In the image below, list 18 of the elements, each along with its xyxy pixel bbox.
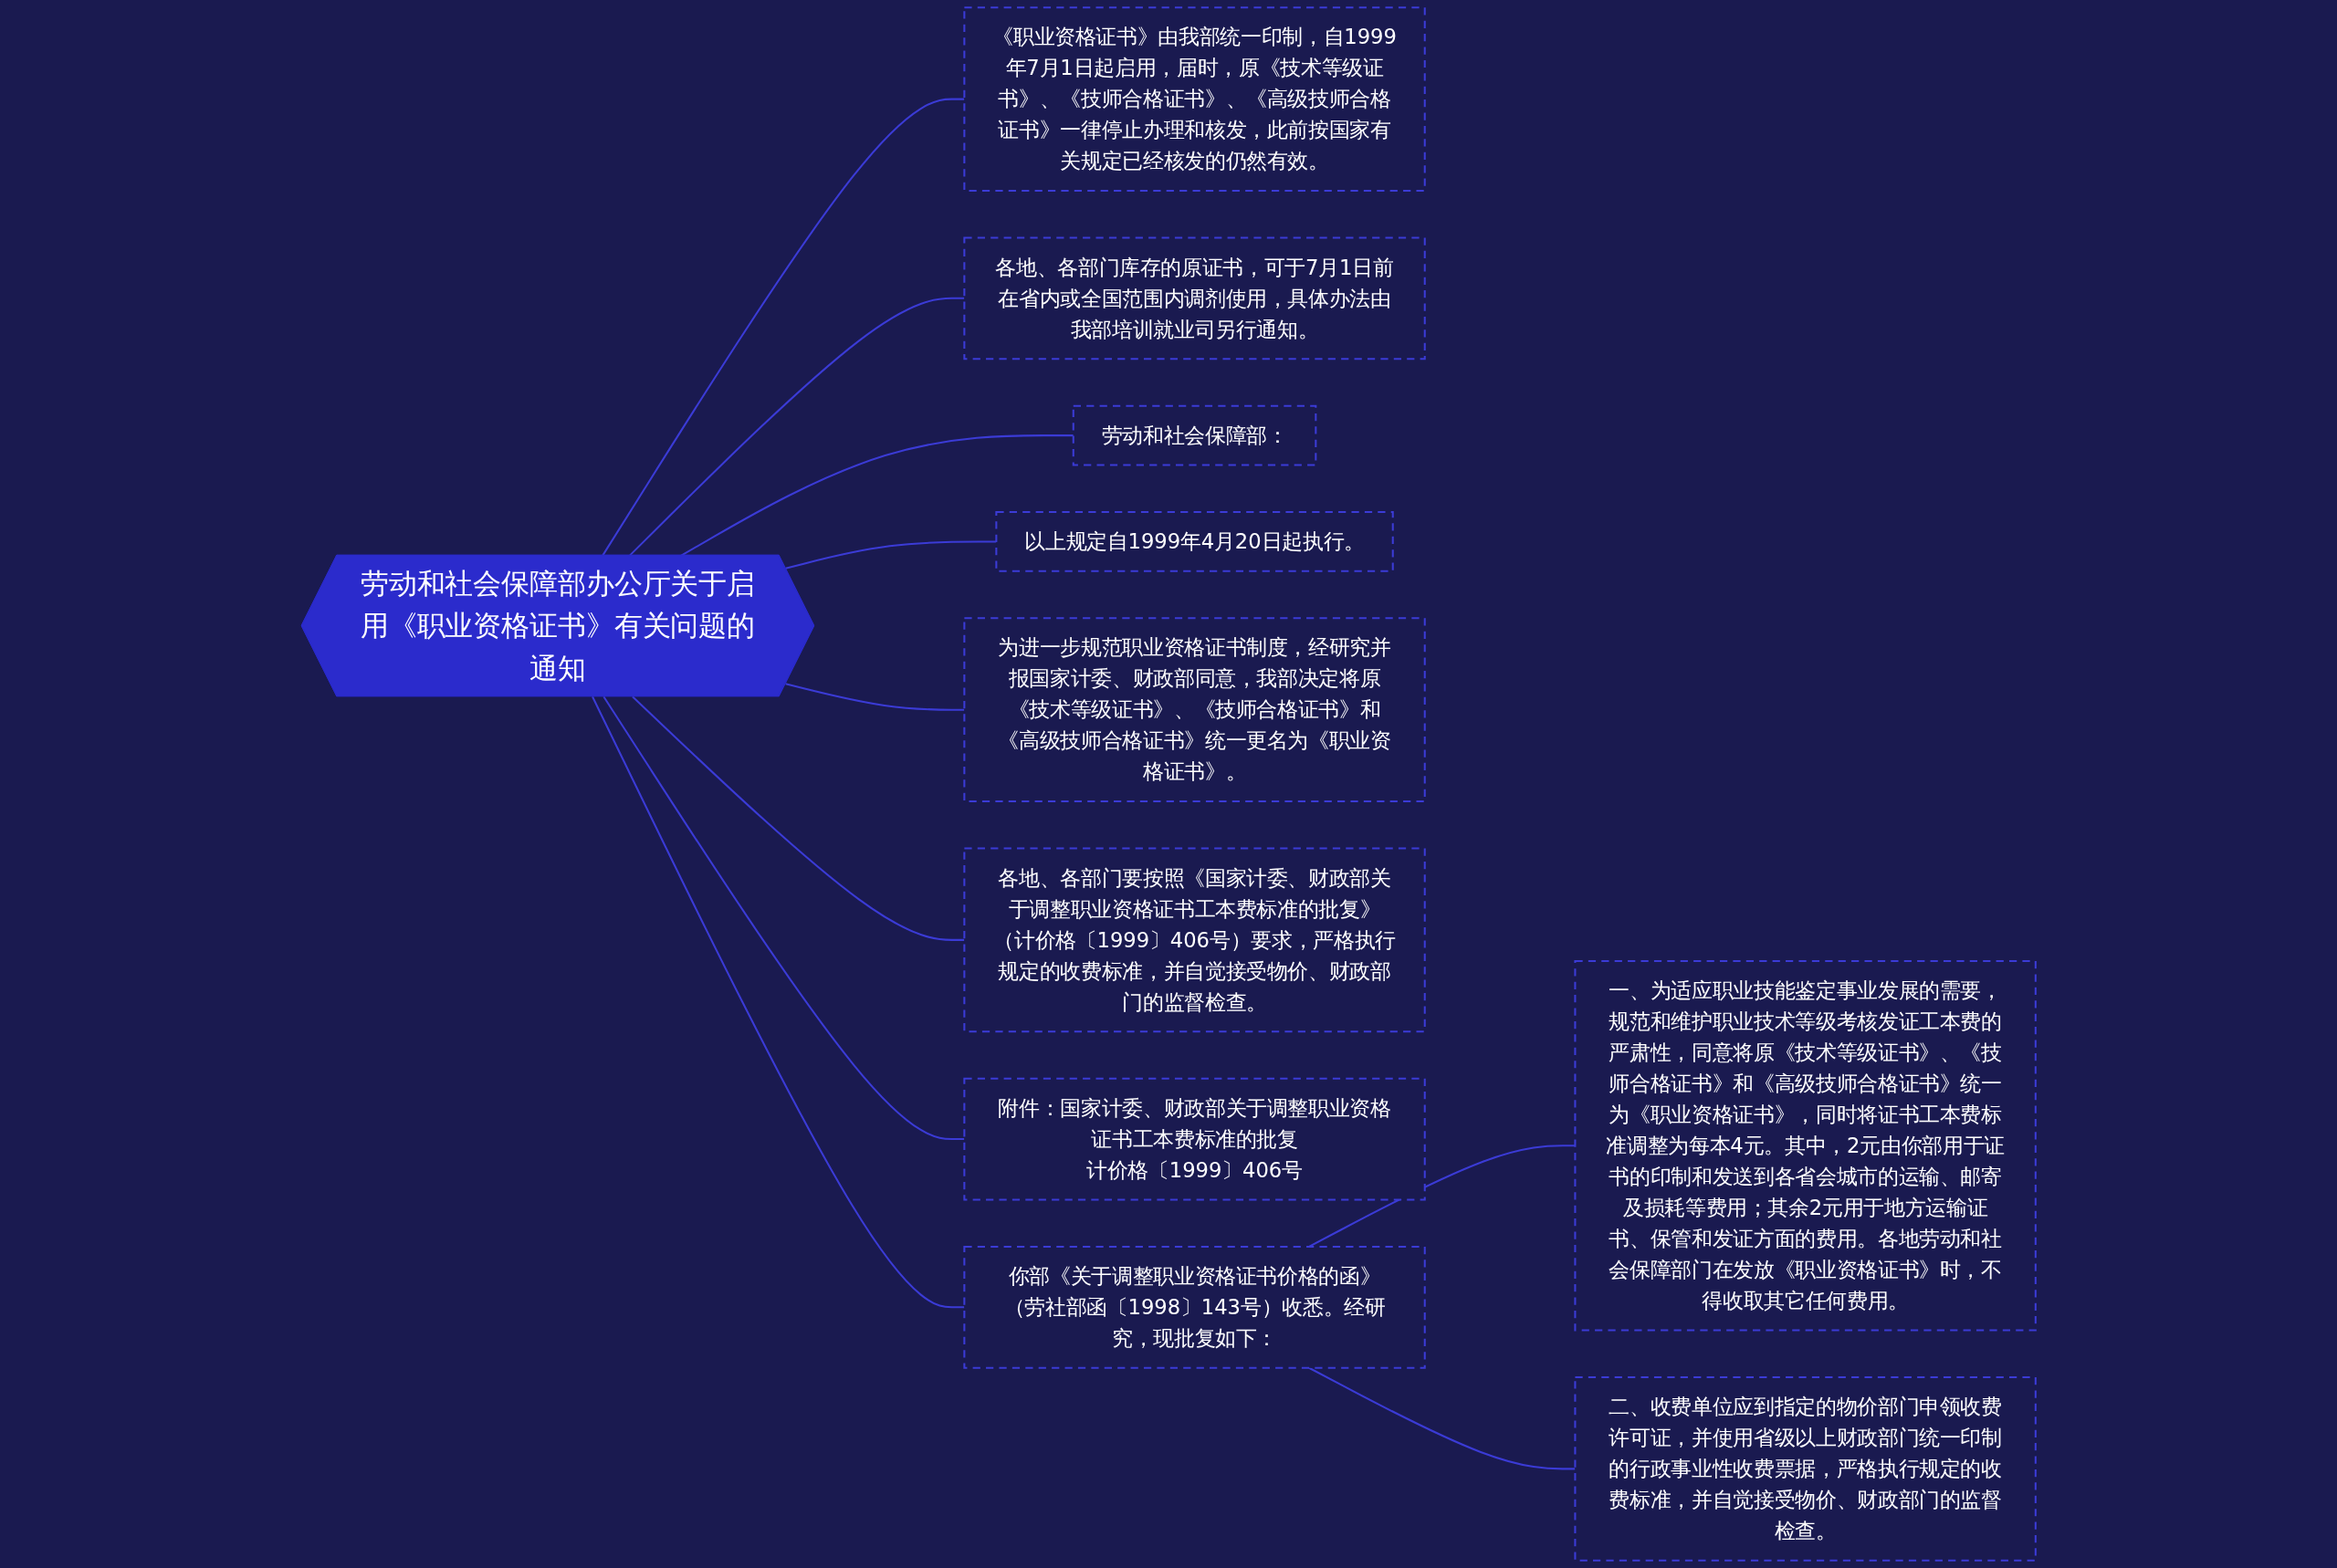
connector [592,695,965,1309]
node-box: 劳动和社会保障部： [1072,404,1317,466]
node-box: 《职业资格证书》由我部统一印制，自1999年7月1日起启用，届时，原《技术等级证书》、《技师合格证书》、《高级技师合格证书》一律停止办理和核发，此前按国家有关规定已经核发的仍然有效。 [963,6,1426,192]
node-box: 各地、各部门要按照《国家计委、财政部关于调整职业资格证书工本费标准的批复》（计价格〔1999〕406号）要求，严格执行规定的收费标准，并自觉接受物价、财政部门的监督检查。 [963,847,1426,1033]
node-box: 以上规定自1999年4月20日起执行。 [995,510,1394,572]
node-box: 一、为适应职业技能鉴定事业发展的需要，规范和维护职业技术等级考核发证工本费的严肃性，同意将原《技术等级证书》、《技师合格证书》和《高级技师合格证书》统一为《职业资格证书》，同时将证书工本费标准调整为每本4元。其中，2元由你部用于证书的印制和发送到各省会城市的运输、邮寄及损耗等费用；其余2元用于地方运输证书、保管和发证方面的费用。各地劳动和社会保障部门在发放《职业资格证书》时，不得收取其它任何费用。 [1574,960,2037,1332]
node-box: 你部《关于调整职业资格证书价格的函》（劳社部函〔1998〕143号）收悉。经研究，现批复如下： [963,1245,1426,1369]
node-box: 附件：国家计委、财政部关于调整职业资格证书工本费标准的批复 计价格〔1999〕406号 [963,1077,1426,1201]
connector [603,695,965,1141]
connector [680,434,1074,557]
node-box: 二、收费单位应到指定的物价部门申领收费许可证，并使用省级以上财政部门统一印制的行政事业性收费票据，严格执行规定的收费标准，并自觉接受物价、财政部门的监督检查。 [1574,1376,2037,1562]
connector [785,540,997,570]
connector [628,297,965,557]
connector [632,695,965,941]
node-box: 各地、各部门库存的原证书，可于7月1日前在省内或全国范围内调剂使用，具体办法由我部培训就业司另行通知。 [963,236,1426,361]
connector [785,683,965,711]
connector [602,98,965,557]
node-box: 为进一步规范职业资格证书制度，经研究并报国家计委、财政部同意，我部决定将原《技术等级证书》、《技师合格证书》和《高级技师合格证书》统一更名为《职业资格证书》。 [963,617,1426,803]
